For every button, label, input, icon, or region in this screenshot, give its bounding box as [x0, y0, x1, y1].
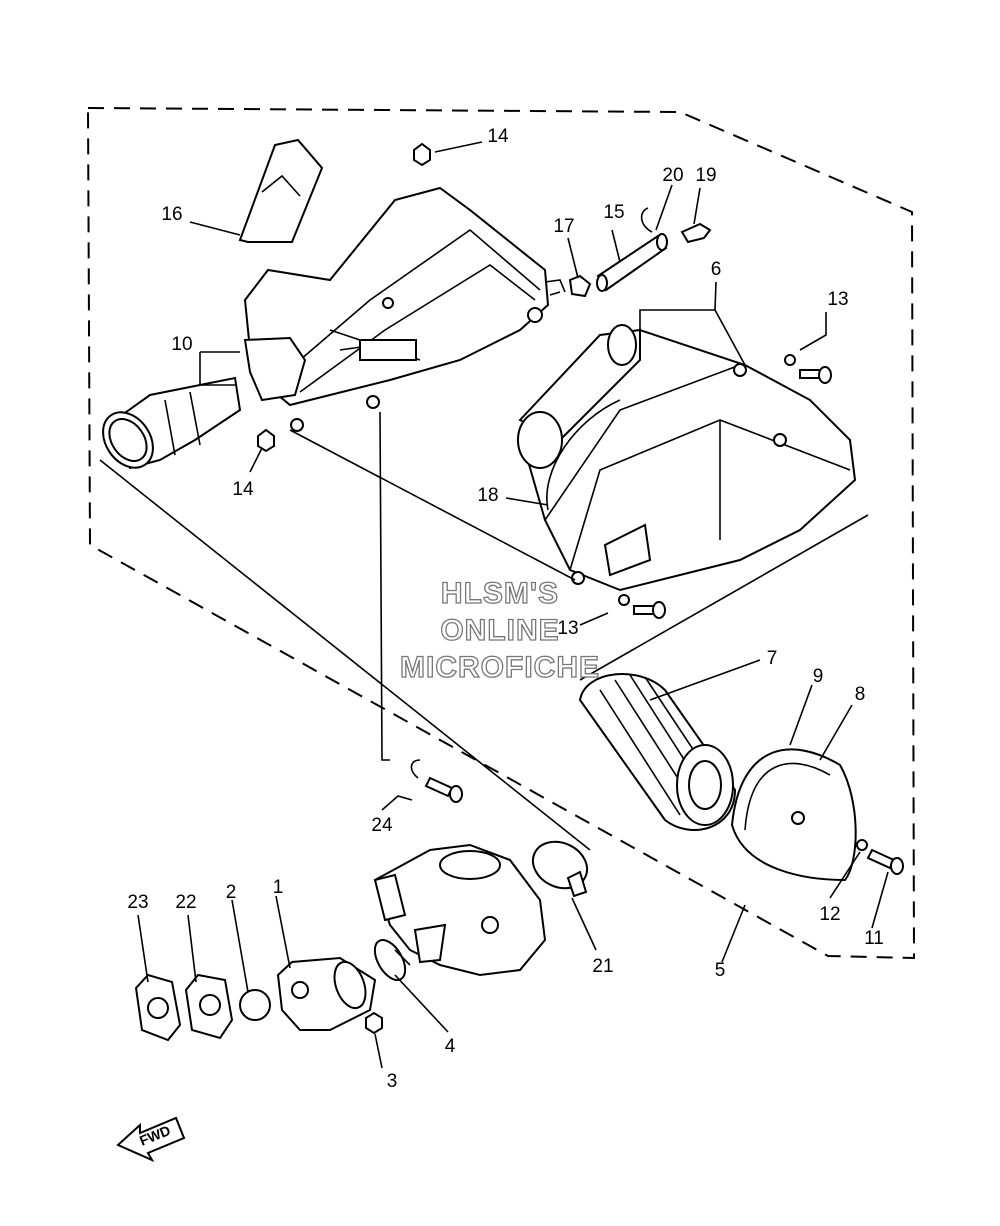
- part-21-clamp-band: [531, 840, 589, 898]
- callout-9: 9: [813, 666, 824, 687]
- callout-13-lower: 13: [557, 618, 578, 639]
- part-23-gasket: [134, 973, 182, 1042]
- callout-18: 18: [477, 485, 498, 506]
- part-24-screw: [410, 759, 463, 803]
- callout-labels: 1 2 3 4 5 6 7 8 9 10 11 12 13 13 14 14 1…: [127, 126, 883, 1092]
- callout-19: 19: [695, 165, 716, 186]
- watermark-line-1: HLSM'S: [441, 577, 559, 610]
- part-13-screw-lower: [618, 594, 666, 619]
- callout-14-lower: 14: [232, 479, 254, 500]
- part-20-clip: [640, 207, 653, 233]
- callout-23: 23: [127, 892, 148, 913]
- part-11-screw: [866, 848, 904, 875]
- callout-7: 7: [767, 648, 778, 669]
- part-8-9-cap: [730, 748, 857, 882]
- callout-4: 4: [445, 1036, 456, 1057]
- part-carburetor: [373, 843, 547, 977]
- fwd-arrow-icon: FWD: [116, 1116, 186, 1163]
- part-13-screw-upper: [784, 354, 832, 384]
- part-2-plate: [239, 989, 271, 1021]
- part-14-nut-top: [413, 142, 431, 167]
- callout-5: 5: [715, 960, 726, 981]
- callout-12: 12: [819, 904, 840, 925]
- part-22-insulator: [184, 973, 234, 1040]
- part-3-nut: [365, 1011, 383, 1035]
- callout-8: 8: [855, 684, 866, 705]
- callout-6: 6: [711, 259, 722, 280]
- part-14-nut-left: [257, 428, 275, 453]
- part-1-joint: [276, 956, 377, 1031]
- watermark: HLSM'S ONLINE MICROFICHE: [399, 576, 600, 684]
- callout-3: 3: [387, 1071, 398, 1092]
- callout-17: 17: [553, 216, 574, 237]
- part-7-filter-element: [578, 673, 737, 831]
- callout-15: 15: [603, 202, 624, 223]
- callout-2: 2: [226, 882, 237, 903]
- part-air-cleaner-case-upper: [243, 186, 566, 432]
- part-17-clamp: [568, 274, 592, 298]
- callout-21: 21: [592, 956, 613, 977]
- callout-22: 22: [175, 892, 196, 913]
- callout-11: 11: [864, 928, 884, 949]
- callout-20: 20: [662, 165, 683, 186]
- part-15-hose: [596, 234, 668, 292]
- watermark-line-3: MICROFICHE: [400, 651, 600, 684]
- part-19-plug: [680, 222, 712, 244]
- part-16-plate: [238, 138, 324, 243]
- callout-24: 24: [371, 815, 393, 836]
- callout-16: 16: [161, 204, 182, 225]
- part-12-washer: [856, 839, 868, 851]
- callout-10: 10: [171, 334, 192, 355]
- part-10-intake-duct: [102, 336, 307, 470]
- callout-1: 1: [273, 877, 284, 898]
- watermark-line-2: ONLINE: [440, 614, 559, 647]
- part-6-cover: [517, 324, 857, 592]
- callout-14-upper: 14: [487, 126, 509, 147]
- part-18-seal: [546, 399, 621, 511]
- callout-13-upper: 13: [827, 289, 848, 310]
- assembly-boundary: [86, 106, 916, 960]
- part-4-seal: [373, 939, 411, 981]
- leader-lines: [99, 141, 889, 1069]
